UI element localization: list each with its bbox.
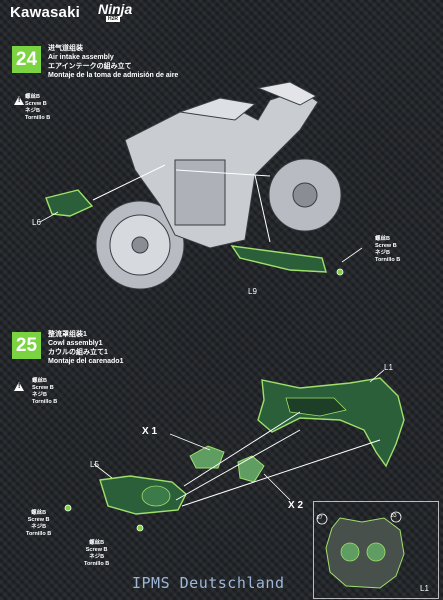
screw-label-es: Tornillo B — [375, 257, 401, 263]
screw-label-en: Screw B — [375, 243, 397, 249]
screw-icon — [336, 268, 344, 276]
arrow-line — [175, 169, 271, 177]
inset-cowl — [325, 517, 405, 589]
guide-line — [369, 369, 385, 383]
warning-icon: ! — [14, 96, 24, 105]
screw-label-ja: ネジB — [31, 524, 47, 530]
inset-marker-right — [390, 511, 402, 523]
step-25-title-es: Montaje del carenado1 — [48, 358, 124, 365]
step-24-title-en: Air intake assembly — [48, 54, 114, 61]
part-label-l9: L9 — [248, 287, 257, 296]
step-25-number: 25 — [12, 332, 41, 359]
screw-label-en: Screw B — [27, 517, 50, 523]
screw-label-ja: ネジB — [89, 554, 105, 560]
guide-line — [181, 439, 381, 507]
screw-label-ja: ネジB — [32, 392, 47, 398]
warning-icon: ! — [14, 382, 24, 391]
screw-label-es: Tornillo B — [26, 531, 52, 537]
mesh-x2-count: X 2 — [288, 500, 304, 511]
guide-line — [263, 473, 291, 501]
inset-part-label-l1: L1 — [420, 584, 429, 593]
step-25-titles: 整流罩组装1 Cowl assembly1 カウルの組み立て1 Montaje … — [48, 330, 123, 366]
step-25-screw-label-top: 螺丝B Screw B ネジB Tornillo B — [32, 378, 57, 406]
step-24-title-ja: エアインテークの組み立て — [48, 63, 132, 70]
part-l9 — [230, 245, 327, 273]
inset-mesh-right — [366, 542, 386, 562]
arrow-line — [92, 164, 166, 201]
rear-hub — [292, 182, 318, 208]
guide-line — [93, 463, 113, 479]
cowl-intake — [285, 397, 347, 417]
step-24-screw-label: 螺丝B Screw B ネジB Tornillo B — [25, 94, 50, 122]
arrow-line — [39, 211, 59, 223]
step-25-title-en: Cowl assembly1 — [48, 340, 103, 347]
step-25-screw-label-bottom: 螺丝B Screw B ネジB Tornillo B — [84, 540, 109, 568]
tail-seat — [256, 81, 318, 106]
step-25-title-ja: カウルの組み立て1 — [48, 349, 108, 356]
part-label-l1: L1 — [384, 363, 393, 372]
step-24-number: 24 — [12, 46, 41, 73]
guide-line — [169, 433, 211, 451]
kawasaki-brand: Kawasaki — [10, 4, 80, 21]
screw-label-zh: 螺丝B — [32, 378, 47, 384]
screw-label-en: Screw B — [32, 385, 54, 391]
screw-label-ja: ネジB — [25, 108, 40, 114]
inset-mesh-left — [340, 542, 360, 562]
screw-label-es: Tornillo B — [32, 399, 58, 405]
ipms-watermark: IPMS Deutschland — [132, 574, 285, 592]
guide-line — [175, 429, 301, 501]
screw-icon — [64, 504, 72, 512]
inset-marker-left — [316, 513, 328, 525]
inset-marker-left-label: 27 — [317, 515, 323, 521]
l5-vent — [141, 485, 171, 507]
screw-label-en: Screw B — [85, 547, 108, 553]
front-hub — [131, 236, 149, 254]
screw-label-zh: 螺丝B — [375, 236, 390, 242]
guide-line — [183, 411, 301, 487]
screw-label-ja: ネジB — [375, 250, 390, 256]
arrow-line — [341, 247, 363, 263]
arrow-line — [254, 174, 271, 243]
step-24-title-es: Montaje de la toma de admisión de aire — [48, 72, 179, 79]
step-24-screw-label-right: 螺丝B Screw B ネジB Tornillo B — [375, 236, 400, 264]
step-25-screw-label-mid: 螺丝B Screw B ネジB Tornillo B — [26, 510, 51, 538]
part-label-l6: L6 — [32, 218, 41, 227]
inset-detail-view — [313, 501, 439, 599]
screw-label-en: Screw B — [25, 101, 47, 107]
ninja-logo: Ninja — [98, 1, 133, 17]
screw-label-zh: 螺丝B — [31, 510, 47, 516]
fuel-tank — [179, 97, 257, 121]
step-25-title-zh: 整流罩组装1 — [48, 331, 87, 338]
ninja-logo-sub: H2R — [106, 16, 121, 22]
part-l6 — [45, 189, 94, 217]
screw-label-zh: 螺丝B — [89, 540, 105, 546]
screw-icon — [136, 524, 144, 532]
step-24-title-zh: 进气道组装 — [48, 45, 83, 52]
motorcycle-drawing — [95, 81, 342, 290]
screw-label-es: Tornillo B — [25, 115, 51, 121]
mesh-x1-count: X 1 — [142, 426, 158, 437]
inset-marker-right-label: 33 — [391, 513, 397, 519]
screw-label-zh: 螺丝B — [25, 94, 40, 100]
step-24-titles: 进气道组装 Air intake assembly エアインテークの組み立て M… — [48, 44, 178, 80]
screw-label-es: Tornillo B — [84, 561, 110, 567]
part-mesh-x2 — [237, 455, 265, 483]
part-label-l5: L5 — [90, 460, 99, 469]
